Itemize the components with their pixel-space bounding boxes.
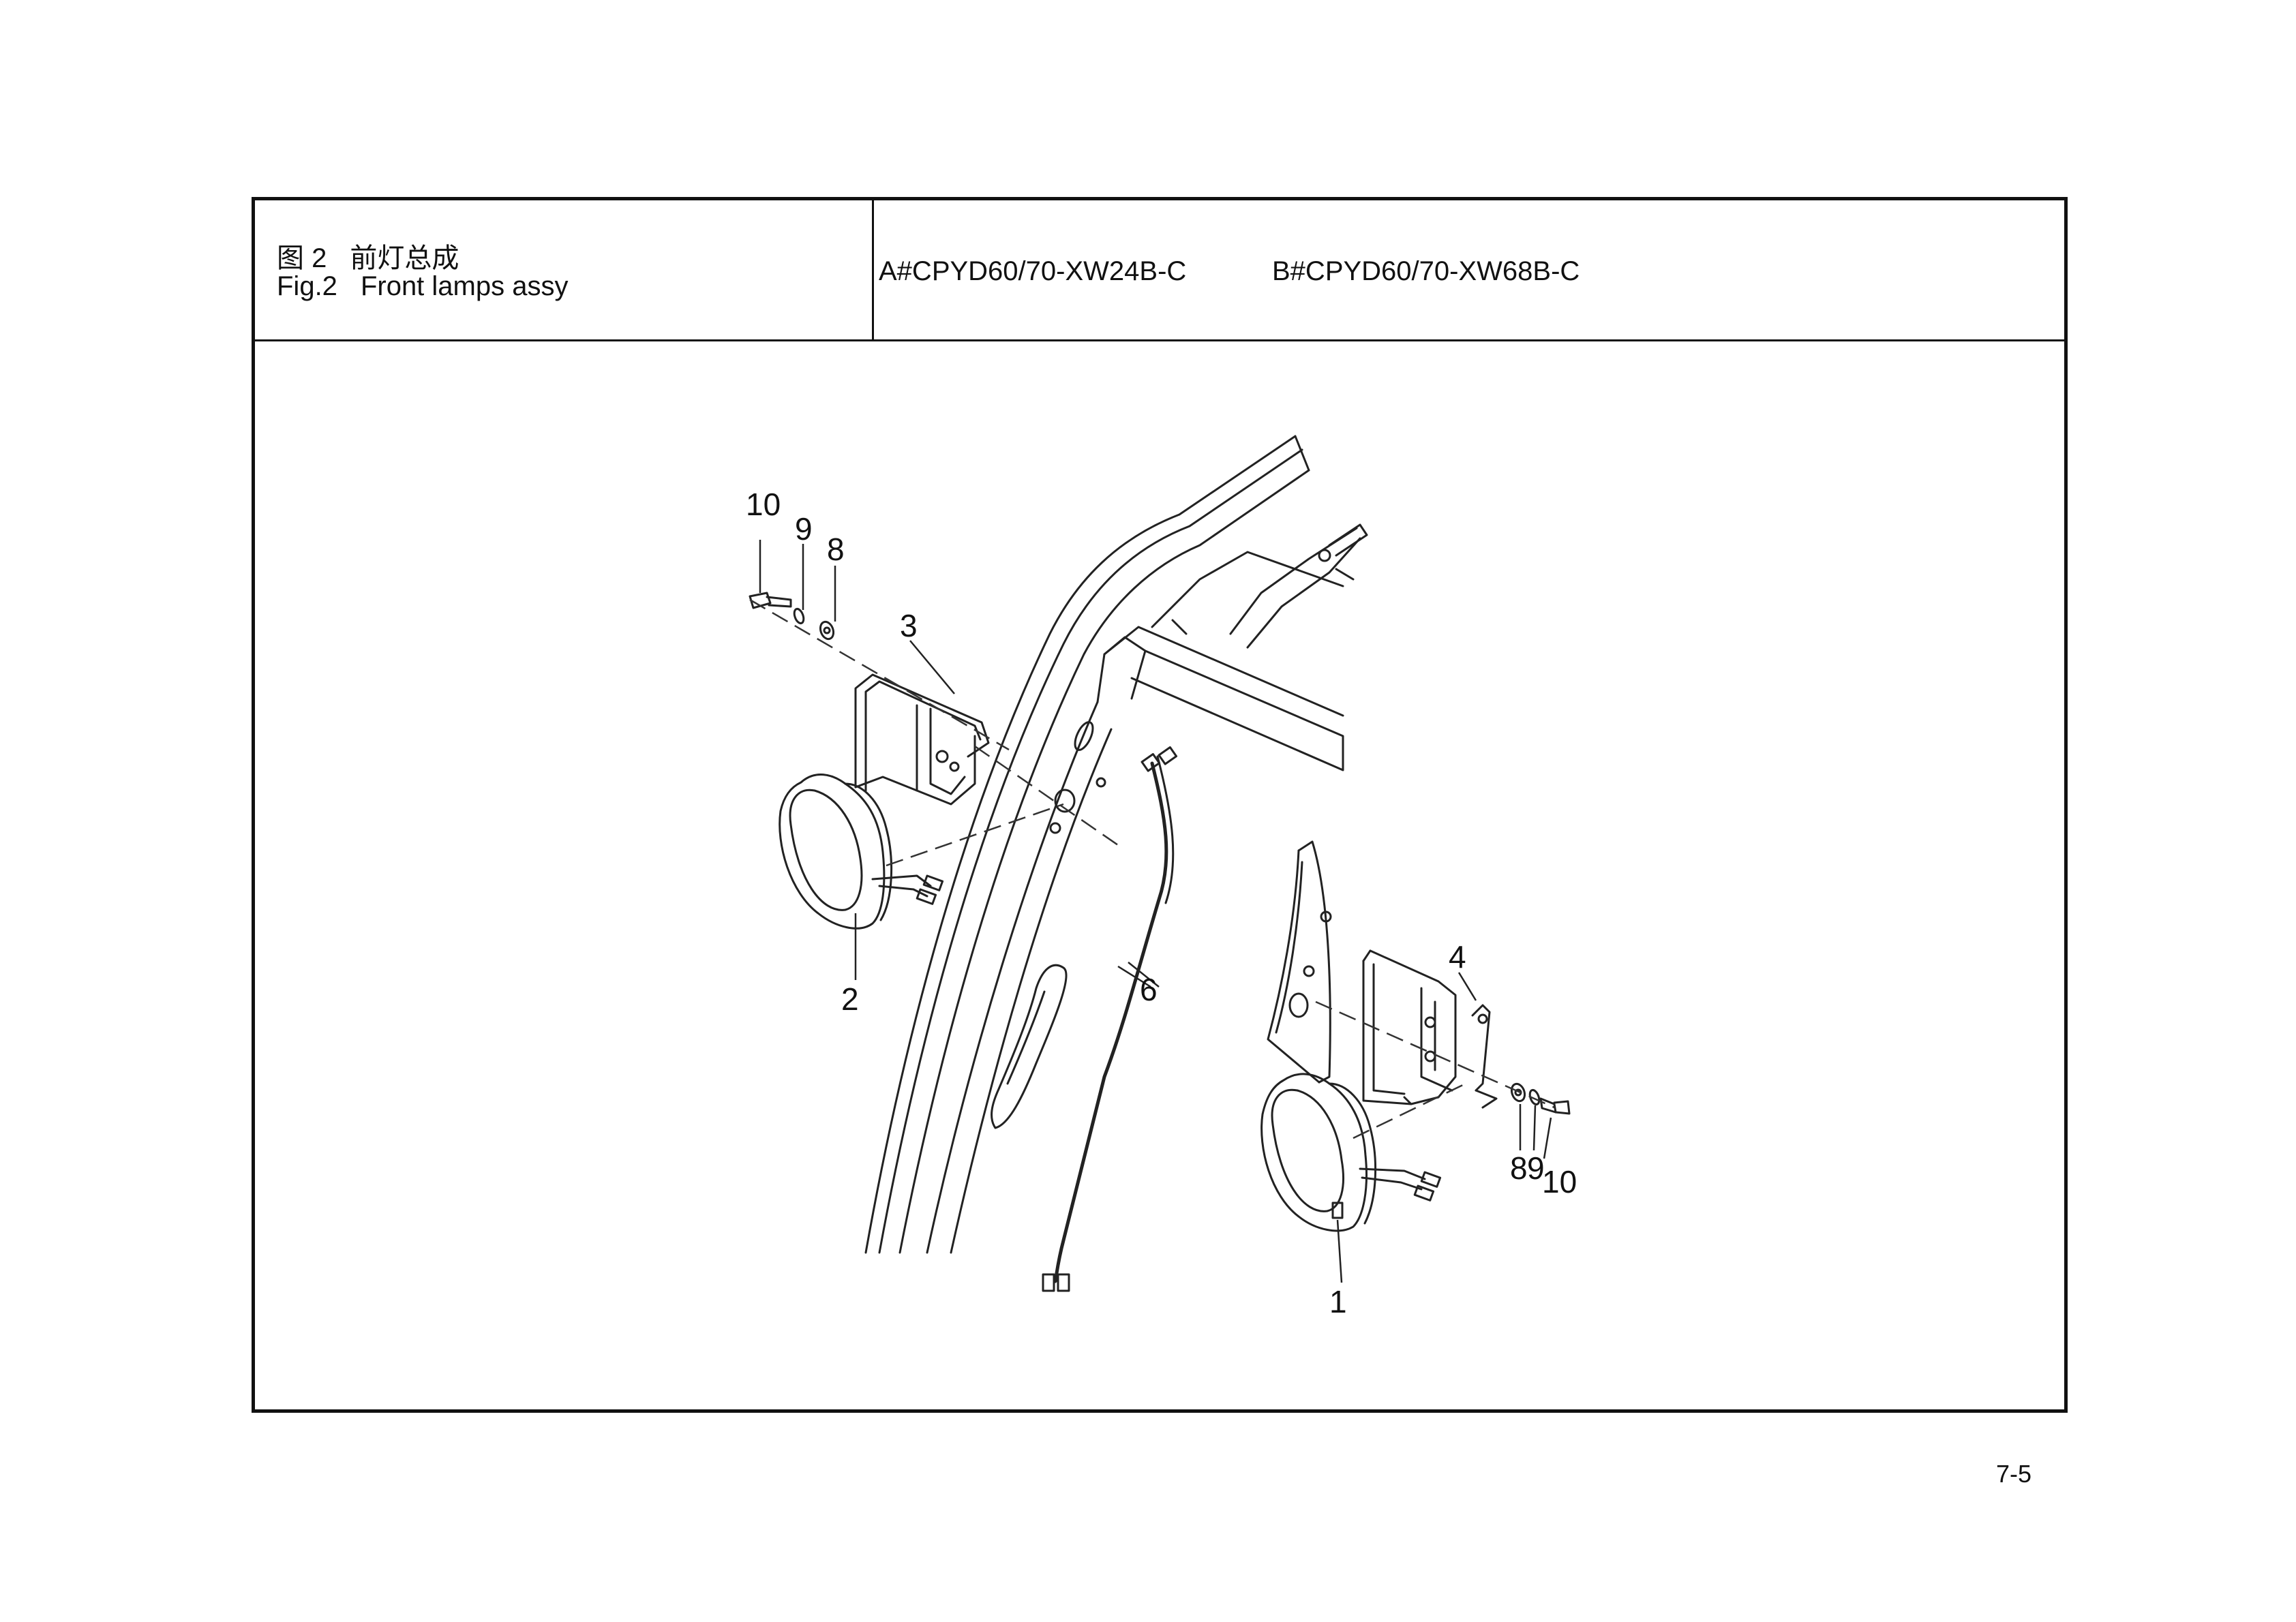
leader-lines (759, 540, 1552, 1283)
model-a-code: A#CPYD60/70-XW24B-C (879, 256, 1187, 286)
overhead-guard-pillar (864, 435, 1310, 1254)
model-b-code: B#CPYD60/70-XW68B-C (1272, 256, 1580, 286)
figure-number-cn: 图 2 (277, 243, 327, 273)
wiring-harness (1042, 746, 1178, 1292)
figure-title-cn: 图 2 前灯总成 (277, 236, 459, 275)
callout-10-left: 10 (746, 487, 781, 522)
callout-3: 3 (900, 608, 918, 643)
right-work-lamp (1260, 1073, 1442, 1232)
right-lamp-bracket (1362, 949, 1498, 1109)
callout-2: 2 (841, 981, 859, 1017)
callout-6: 6 (1140, 972, 1158, 1007)
figure-name-cn: 前灯总成 (350, 243, 459, 273)
figure-name-en: Front lamps assy (360, 271, 569, 301)
overhead-guard-roof (1103, 523, 1368, 771)
callout-9-right: 9 (1527, 1150, 1545, 1186)
left-work-lamp (779, 773, 944, 930)
models-cell: A#CPYD60/70-XW24B-C B#CPYD60/70-XW68B-C (872, 200, 2064, 339)
callout-4: 4 (1449, 939, 1466, 975)
callout-labels: 10 9 8 3 2 6 4 8 9 10 1 (746, 487, 1577, 1319)
left-fasteners (749, 592, 835, 641)
right-pillar-section (1267, 840, 1332, 1084)
callout-8-right: 8 (1510, 1150, 1528, 1186)
figure-number-en: Fig.2 (277, 271, 337, 301)
title-cell: 图 2 前灯总成 Fig.2 Front lamps assy (255, 200, 874, 339)
page-number: 7-5 (1996, 1460, 2032, 1488)
callout-10-right: 10 (1542, 1164, 1577, 1199)
drawing-frame: 图 2 前灯总成 Fig.2 Front lamps assy A#CPYD60/7… (252, 197, 2068, 1413)
left-lamp-bracket (854, 673, 990, 806)
assembly-centerlines (749, 598, 1555, 1139)
right-fasteners (1510, 1082, 1571, 1115)
title-block: 图 2 前灯总成 Fig.2 Front lamps assy A#CPYD60/7… (255, 200, 2064, 341)
callout-9-left: 9 (795, 511, 813, 547)
figure-title-en: Fig.2 Front lamps assy (277, 271, 568, 302)
callout-1: 1 (1329, 1284, 1347, 1319)
callout-8-left: 8 (827, 532, 845, 567)
